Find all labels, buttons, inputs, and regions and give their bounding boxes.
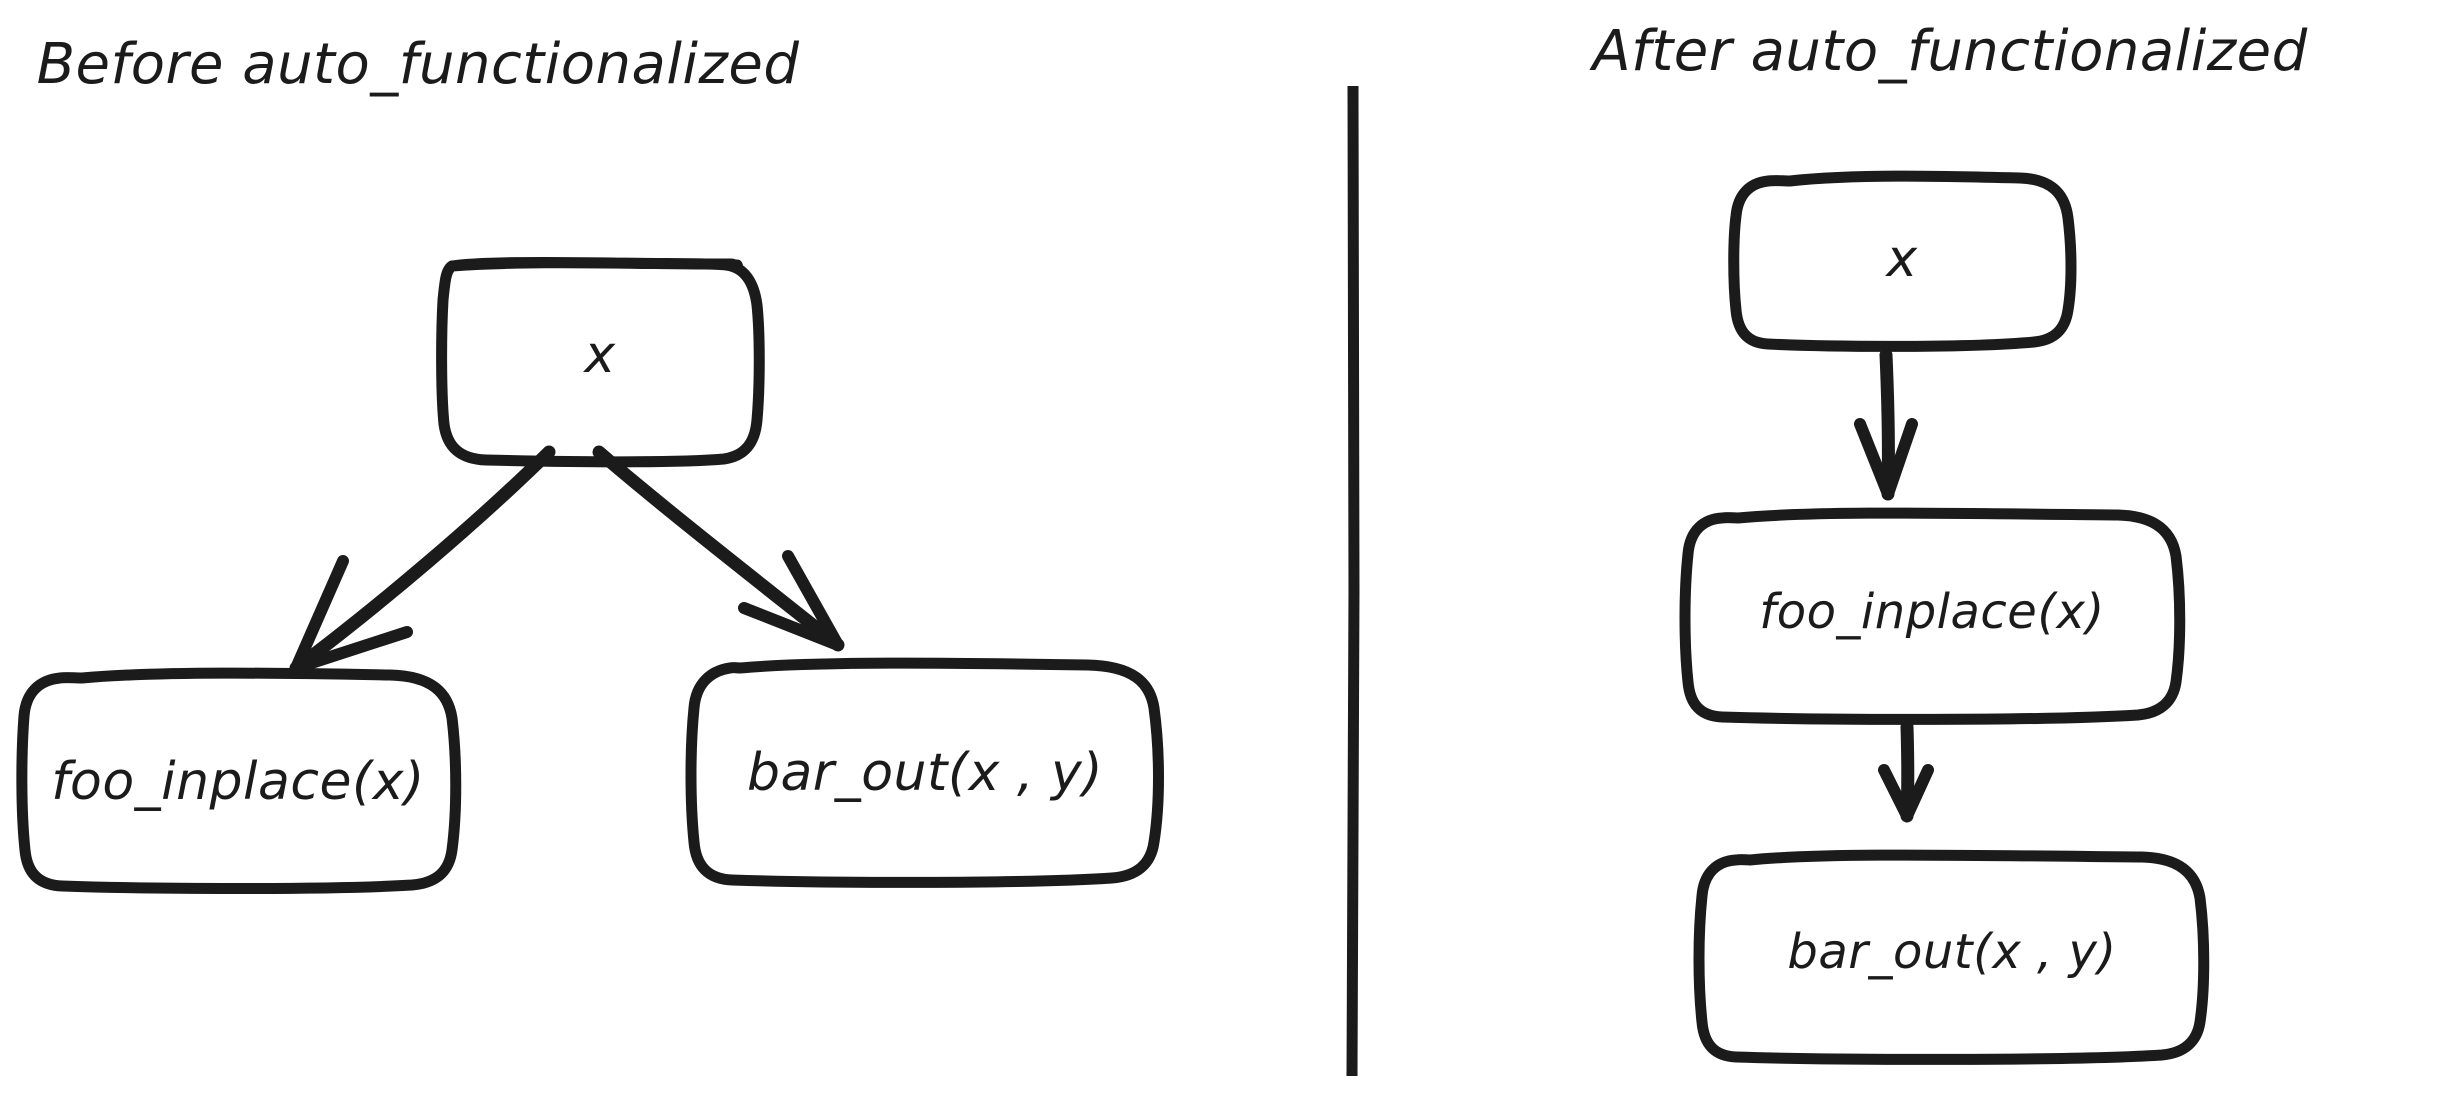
edge-x-to-foo-inplace-after-line (1879, 348, 1895, 501)
node-foo-inplace-before-label: foo_inplace(x) (51, 752, 425, 812)
node-x-after-shape (1728, 170, 2077, 352)
edge-x-to-bar-out-before (592, 445, 845, 652)
node-bar-out-before-shape (685, 657, 1164, 888)
node-x-before-label: x (582, 325, 616, 385)
edge-x-to-foo-inplace-after-head-a (1854, 418, 1894, 500)
node-foo-inplace-before[interactable]: foo_inplace(x) (16, 667, 462, 894)
node-x-before-shape (436, 256, 765, 468)
node-foo-inplace-after-label: foo_inplace(x) (1759, 584, 2104, 640)
node-foo-inplace-before-shape (16, 667, 462, 894)
node-foo-inplace-after[interactable]: foo_inplace(x) (1679, 507, 2186, 725)
edge-x-to-foo-inplace-before (289, 445, 556, 675)
edge-foo-inplace-to-bar-out-after-head-a (1878, 764, 1913, 822)
edge-x-to-bar-out-before-line (592, 445, 845, 652)
panel-before: Before auto_functionalized x fo (16, 32, 1164, 894)
vertical-divider (1346, 85, 1360, 1077)
edge-x-to-bar-out-before-head-b (738, 602, 844, 651)
node-bar-out-before-label: bar_out(x , y) (747, 743, 1103, 803)
node-bar-out-after-shape (1693, 849, 2210, 1065)
node-bar-out-after-label: bar_out(x , y) (1787, 924, 2116, 980)
node-x-after[interactable]: x (1728, 170, 2077, 352)
node-x-before[interactable]: x (436, 256, 765, 468)
node-bar-out-after[interactable]: bar_out(x , y) (1693, 849, 2210, 1065)
edge-foo-inplace-to-bar-out-after (1878, 720, 1934, 823)
edge-x-to-foo-inplace-before-line (289, 445, 556, 675)
node-x-after-label: x (1884, 229, 1918, 289)
edge-x-to-foo-inplace-before-head-b (290, 626, 413, 674)
edge-x-to-foo-inplace-before-head-a (290, 555, 349, 674)
panel-after: After auto_functionalized x foo_inplace(… (1589, 19, 2307, 1065)
node-foo-inplace-after-shape (1679, 507, 2186, 725)
edge-x-to-foo-inplace-after (1854, 348, 1918, 501)
edge-x-to-bar-out-before-head-a (782, 550, 844, 651)
panel-after-title: After auto_functionalized (1589, 19, 2307, 84)
node-bar-out-before[interactable]: bar_out(x , y) (685, 657, 1164, 888)
panel-before-title: Before auto_functionalized (37, 32, 800, 97)
edge-x-to-foo-inplace-after-head-b (1882, 418, 1918, 500)
edge-foo-inplace-to-bar-out-after-head-b (1901, 764, 1934, 822)
